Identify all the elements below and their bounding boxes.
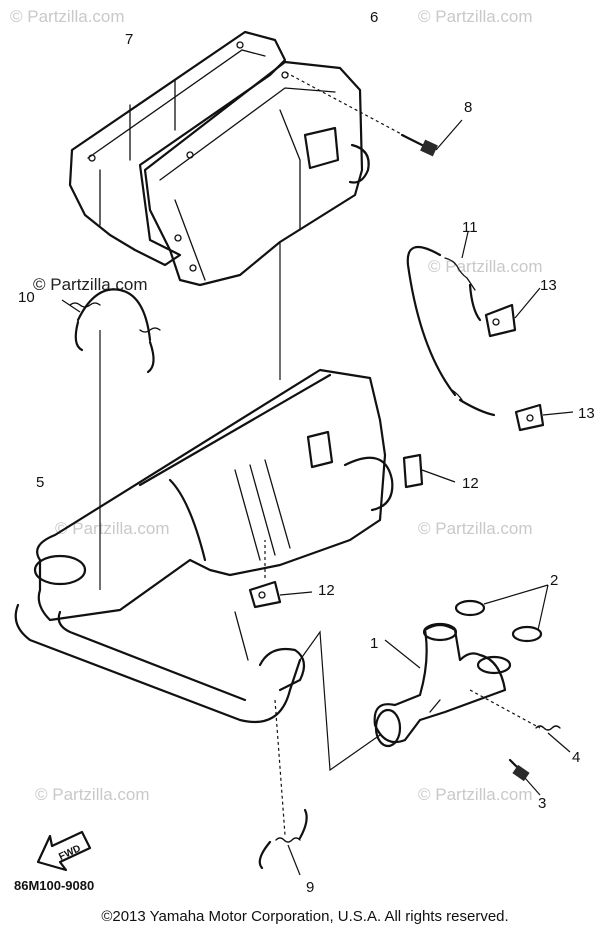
watermark-left-dark: © Partzilla.com bbox=[33, 275, 148, 294]
watermark-right-1: © Partzilla.com bbox=[428, 257, 543, 276]
callout-5: 5 bbox=[36, 474, 44, 491]
copyright-notice: ©2013 Yamaha Motor Corporation, U.S.A. A… bbox=[101, 908, 509, 925]
callout-9: 9 bbox=[306, 879, 314, 896]
part-7-cover bbox=[68, 30, 287, 267]
part-8-bolt bbox=[284, 71, 463, 157]
part-2-gaskets bbox=[454, 584, 549, 643]
fwd-label: FWD bbox=[57, 843, 82, 863]
part-6-muffler-cover bbox=[143, 60, 370, 287]
part-1-manifold bbox=[373, 622, 512, 748]
diagram-code: 86M100-9080 bbox=[14, 878, 94, 893]
watermark-mid-left: © Partzilla.com bbox=[55, 519, 170, 538]
part-3-bolt bbox=[508, 758, 541, 796]
watermark-bottom-left: © Partzilla.com bbox=[35, 785, 150, 804]
watermarks: © Partzilla.com © Partzilla.com © Partzi… bbox=[10, 7, 543, 804]
part-4-spring bbox=[469, 689, 571, 753]
callout-1: 1 bbox=[370, 635, 378, 652]
part-9-spring bbox=[258, 808, 308, 876]
callout-13-upper: 13 bbox=[540, 277, 557, 294]
part-10-spring bbox=[61, 288, 161, 374]
callout-8: 8 bbox=[464, 99, 472, 116]
callout-2: 2 bbox=[550, 572, 558, 589]
part-13-plates bbox=[484, 287, 574, 432]
watermark-bottom-right: © Partzilla.com bbox=[418, 785, 533, 804]
fwd-direction-arrow: FWD bbox=[36, 830, 92, 872]
watermark-top-left: © Partzilla.com bbox=[10, 7, 125, 26]
callout-7: 7 bbox=[125, 31, 133, 48]
callout-3: 3 bbox=[538, 795, 546, 812]
callout-13-lower: 13 bbox=[578, 405, 595, 422]
part-12-gaskets bbox=[248, 453, 456, 609]
assembly-leader-lines bbox=[99, 242, 381, 836]
part-5-muffler bbox=[14, 368, 394, 724]
callout-6: 6 bbox=[370, 9, 378, 26]
callout-labels: 1 2 3 4 5 6 7 8 9 10 11 12 12 13 13 bbox=[18, 9, 595, 896]
callout-11: 11 bbox=[462, 219, 478, 236]
callout-12-upper: 12 bbox=[462, 475, 479, 492]
callout-12-lower: 12 bbox=[318, 582, 335, 599]
watermark-top-right: © Partzilla.com bbox=[418, 7, 533, 26]
watermark-mid-right: © Partzilla.com bbox=[418, 519, 533, 538]
part-11-spring bbox=[406, 231, 496, 417]
callout-4: 4 bbox=[572, 749, 580, 766]
callout-10: 10 bbox=[18, 289, 35, 306]
